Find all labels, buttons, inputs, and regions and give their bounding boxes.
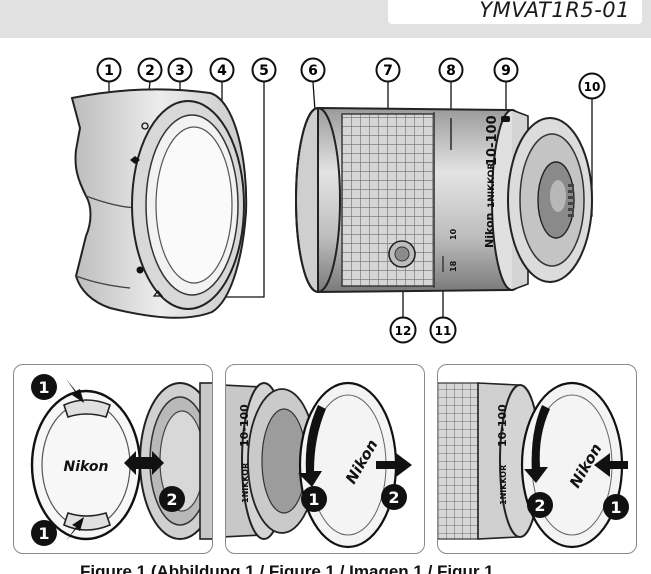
figure-caption-text: Figure 1 (Abbildung 1 / Figure 1 / Image… (80, 562, 494, 574)
callout-12: 12 (389, 316, 417, 344)
panel3-zoom-mark: 10-100 (496, 404, 509, 447)
svg-text:2: 2 (534, 496, 545, 515)
rear-cap-attach-illustration: 10-100 1NIKKOR Nikon 2 1 (438, 381, 629, 549)
document-code-box: YMVAT1R5-01 (388, 0, 642, 24)
svg-text:2: 2 (388, 488, 399, 507)
callout-1: 1 (96, 57, 122, 83)
document-code: YMVAT1R5-01 (479, 0, 630, 22)
front-cap-illustration: Nikon 1 1 2 (30, 374, 212, 546)
svg-text:1: 1 (104, 63, 114, 79)
panel-rear-cap-remove: 10-100 1NIKKOR Nikon 1 2 (225, 364, 425, 554)
callout-7: 7 (375, 57, 401, 83)
panel2-series-mark: 1NIKKOR (241, 463, 250, 503)
panel2-step-2: 2 (381, 484, 407, 510)
callout-6: 6 (300, 57, 326, 83)
callout-2: 2 (137, 57, 163, 83)
svg-text:4: 4 (217, 63, 227, 79)
callout-3: 3 (167, 57, 193, 83)
panel3-step-1: 1 (603, 494, 629, 520)
svg-text:5: 5 (259, 63, 269, 79)
lens-brand-mark: Nikon (483, 213, 496, 248)
svg-text:1: 1 (38, 524, 49, 543)
svg-text:11: 11 (435, 324, 452, 338)
panel3-series-mark: 1NIKKOR (499, 465, 508, 505)
lens-body: Nikon 1NIKKOR 10-100 10 18 (295, 106, 593, 294)
panel1-step-b: 1 (31, 520, 57, 546)
panel-rear-cap-attach: 10-100 1NIKKOR Nikon 2 1 (437, 364, 637, 554)
svg-text:8: 8 (446, 63, 456, 79)
svg-text:1: 1 (38, 378, 49, 397)
svg-text:7: 7 (383, 63, 393, 79)
panel3-step-2: 2 (527, 492, 553, 518)
svg-text:6: 6 (308, 63, 318, 79)
svg-text:1: 1 (308, 490, 319, 509)
svg-text:2: 2 (166, 490, 177, 509)
lens-hood (70, 88, 248, 319)
callout-4: 4 (209, 57, 235, 83)
callout-8: 8 (438, 57, 464, 83)
lens-parts-illustration: Nikon 1NIKKOR 10-100 10 18 1 2 3 4 5 6 7… (70, 57, 606, 344)
front-cap-brand: Nikon (64, 459, 109, 475)
callout-11: 11 (429, 316, 457, 344)
lens-series-mark: 1NIKKOR (487, 163, 497, 208)
panel1-step-2: 2 (159, 486, 185, 512)
figure-caption: Figure 1 (Abbildung 1 / Figure 1 / Image… (0, 558, 651, 574)
callout-9: 9 (493, 57, 519, 83)
panel-front-cap: Nikon 1 1 2 (13, 364, 213, 554)
svg-text:12: 12 (395, 324, 412, 338)
panel2-step-1: 1 (301, 486, 327, 512)
panel1-step-a: 1 (31, 374, 57, 400)
svg-text:1: 1 (610, 498, 621, 517)
svg-text:9: 9 (501, 63, 511, 79)
zoom-ring-mark-10: 10 (449, 228, 458, 240)
rear-cap-remove-illustration: 10-100 1NIKKOR Nikon 1 2 (226, 381, 412, 549)
panel2-zoom-mark: 10-100 (238, 404, 251, 447)
svg-text:10: 10 (584, 80, 601, 94)
callout-10: 10 (578, 72, 606, 100)
svg-text:2: 2 (145, 63, 155, 79)
lens-zoom-mark: 10-100 (485, 115, 500, 166)
svg-text:3: 3 (175, 63, 185, 79)
header-band: YMVAT1R5-01 (0, 0, 651, 38)
zoom-ring-mark-18: 18 (449, 260, 458, 272)
callout-markers: 1 2 3 4 5 6 7 8 9 10 11 12 (96, 57, 606, 344)
callout-5: 5 (251, 57, 277, 83)
